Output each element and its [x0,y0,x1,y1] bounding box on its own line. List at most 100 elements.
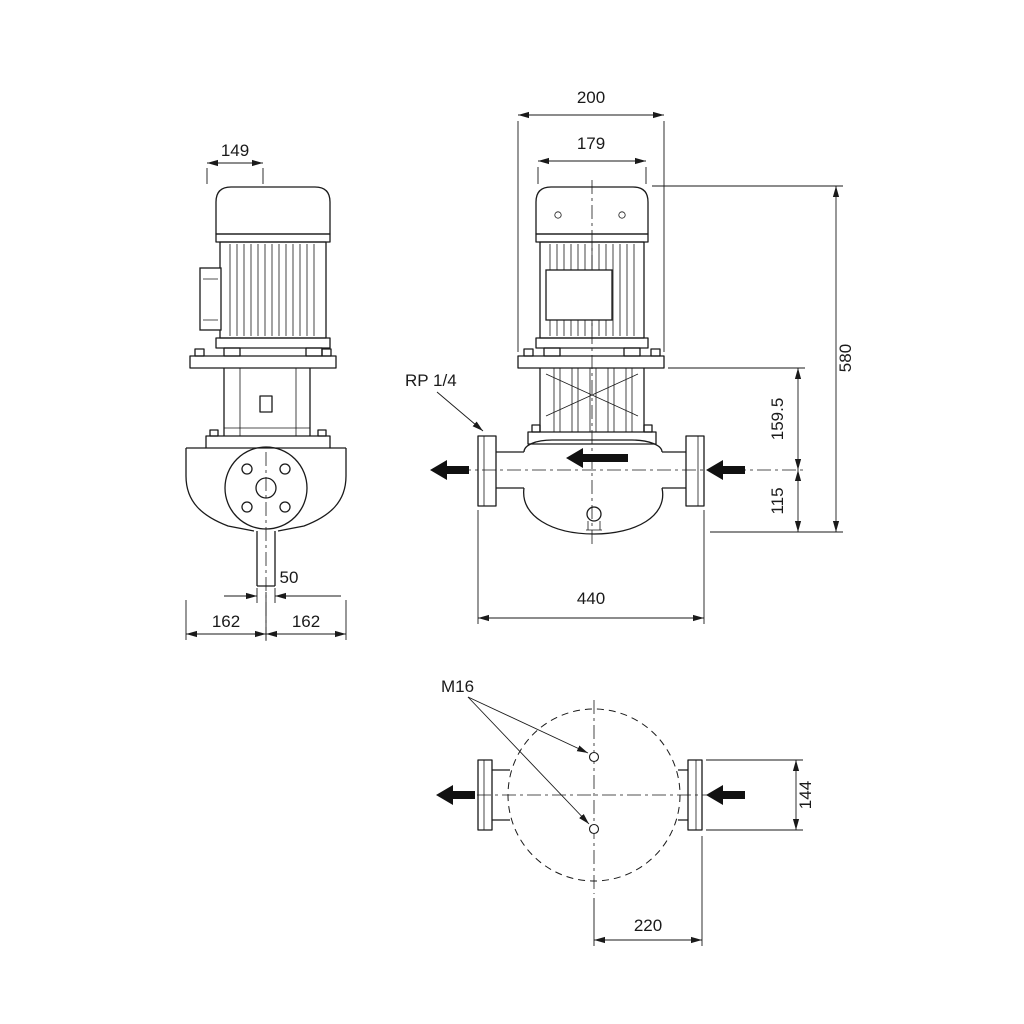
terminal-box-detail [203,278,218,321]
motor-bottom-band [215,337,331,349]
front-port-bore [255,477,277,499]
flow-arrow-outlet [430,460,469,480]
side-baseplate [517,355,665,369]
front-volute [185,446,347,587]
suction-flange [685,435,705,507]
rp14-label: RP 1/4 [405,371,457,390]
gauge-port-callout: RP 1/4 [405,371,484,432]
discharge-flange [477,435,497,507]
flow-arrow-inlet [706,460,745,480]
volute-shoulder [523,439,663,453]
dim-144-extensions [706,759,803,831]
dim-200-label: 200 [577,88,605,107]
motor-cap [215,186,331,235]
m16-label: M16 [441,677,474,696]
front-shaft-window [259,395,273,413]
dim-50-label: 50 [280,568,299,587]
motor-cap [535,186,649,235]
drain-plug-detail [586,521,602,531]
front-flange-bolt-hole [279,463,291,475]
motor-foot-left [543,347,561,357]
m16-bolt-hole-bottom [588,823,600,835]
volute-bowl [523,487,664,535]
front-baseplate-bolt-right [321,348,332,357]
front-volute-bolt-right [317,429,327,437]
m16-callout: M16 [441,677,590,825]
dim-179-label: 179 [577,134,605,153]
front-bottom-pipe [256,531,276,587]
m16-leader-bottom [467,696,590,825]
motor-fin-housing [219,241,327,339]
front-motor [199,186,331,357]
top-flange-left [477,759,493,831]
top-suction-flange [678,759,703,831]
front-lantern-outline [223,368,311,436]
front-lantern-ribs [224,368,310,436]
side-volute-plate [527,431,657,445]
dim-159-5-label: 159.5 [768,398,787,441]
side-lantern [539,368,645,432]
motor-foot-left [223,347,241,357]
dim-440-extensions [477,510,705,624]
dim-149-label: 149 [221,141,249,160]
front-port-flange [224,446,308,530]
side-baseplate-bolt-left [523,348,534,357]
port-pipes [496,451,686,489]
dim-144-label: 144 [796,781,815,809]
front-flange-bolt-hole [241,501,253,513]
front-lantern [223,368,311,436]
side-view: RP 1/4 200 179 580 159.5 115 440 [405,88,855,624]
front-dimensions: 149 50 162 162 [185,141,347,640]
side-dimensions: 200 179 580 159.5 115 440 [477,88,855,624]
side-lantern-braces [545,373,639,417]
terminal-box [199,267,222,331]
side-lantern-columns [553,368,633,432]
motor-bottom-band [535,337,649,349]
top-discharge-flange [477,759,510,831]
dim-162-extensions [185,592,347,640]
dim-580-extensions [652,185,843,533]
flow-arrow-inlet-top [706,785,745,805]
side-volute-bolt-left [531,424,541,433]
top-flange-left-neck [492,769,510,821]
front-baseplate [189,355,337,369]
front-volute-bolt-left [209,429,219,437]
front-volute-outline [185,447,347,532]
dim-200-extensions [517,121,665,352]
side-volute-bolt-right [643,424,653,433]
front-flange-bolt-hole [241,463,253,475]
side-lantern-outline [539,368,645,432]
dim-162-left-label: 162 [212,612,240,631]
top-flange-right [687,759,703,831]
side-volute [477,435,705,535]
front-baseplate-bolt-left [194,348,205,357]
top-view: M16 144 220 [436,677,815,946]
front-volute-plate [205,435,331,449]
side-baseplate-bolt-right [650,348,661,357]
front-flange-bolt-hole [279,501,291,513]
motor-foot-right [305,347,323,357]
motor-fins [229,244,315,336]
motor-nameplate [545,269,613,321]
motor-cap-bolt [618,211,626,219]
top-flange-right-neck [678,769,688,821]
dim-179-extensions [537,167,647,184]
dim-220-extensions [593,836,703,946]
flow-arrow-outlet-top [436,785,475,805]
flow-arrow-internal [566,448,628,468]
motor-top-band [215,233,331,243]
pump-body-hidden-outline [507,708,681,882]
motor-foot-right [623,347,641,357]
dim-115-label: 115 [768,487,787,514]
motor-cap-bolt [554,211,562,219]
m16-leader-top [467,696,589,754]
front-view: 149 50 162 162 [185,141,347,644]
dim-440-label: 440 [577,589,605,608]
dim-50-extensions [256,588,276,603]
dim-149-extensions [206,168,264,184]
dim-220-label: 220 [634,916,662,935]
top-dimensions: 144 220 [593,759,815,946]
dim-580-label: 580 [836,344,855,372]
